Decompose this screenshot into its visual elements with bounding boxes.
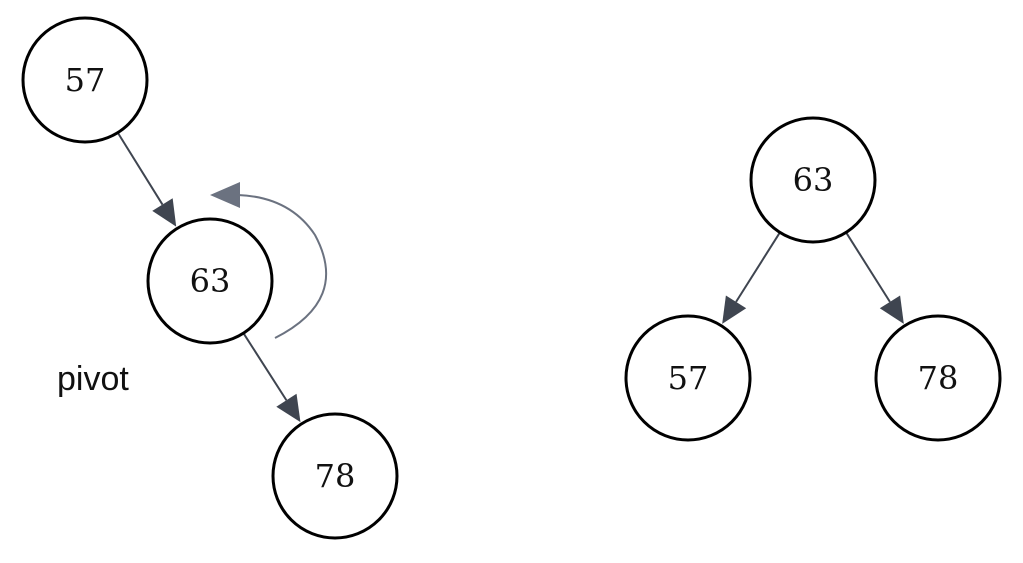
tree-node-circle <box>624 314 752 442</box>
arrowhead-icon <box>152 198 177 227</box>
arrowhead-icon <box>276 393 301 423</box>
tree-node-label: 63 <box>793 161 834 199</box>
edge-line <box>735 231 781 303</box>
edge-line <box>116 132 164 206</box>
tree-node-circle <box>146 217 274 345</box>
rotation-arrowhead-icon <box>210 182 240 208</box>
tree-node-label: 78 <box>918 359 959 397</box>
pivot-label: pivot <box>57 360 129 398</box>
tree-node-circle <box>749 116 877 244</box>
arrowhead-icon <box>722 295 747 324</box>
tree-node-label: 57 <box>65 61 106 99</box>
edge-line <box>242 332 288 401</box>
tree-node-circle <box>874 314 1002 442</box>
arrowhead-icon <box>879 295 904 324</box>
tree-node-label: 57 <box>668 359 709 397</box>
edge-line <box>845 231 891 303</box>
tree-node-label: 63 <box>190 262 231 300</box>
tree-node-label: 78 <box>315 457 356 495</box>
rotation-arrow <box>237 194 328 339</box>
tree-node-circle <box>271 412 399 540</box>
tree-node-circle <box>21 16 149 144</box>
